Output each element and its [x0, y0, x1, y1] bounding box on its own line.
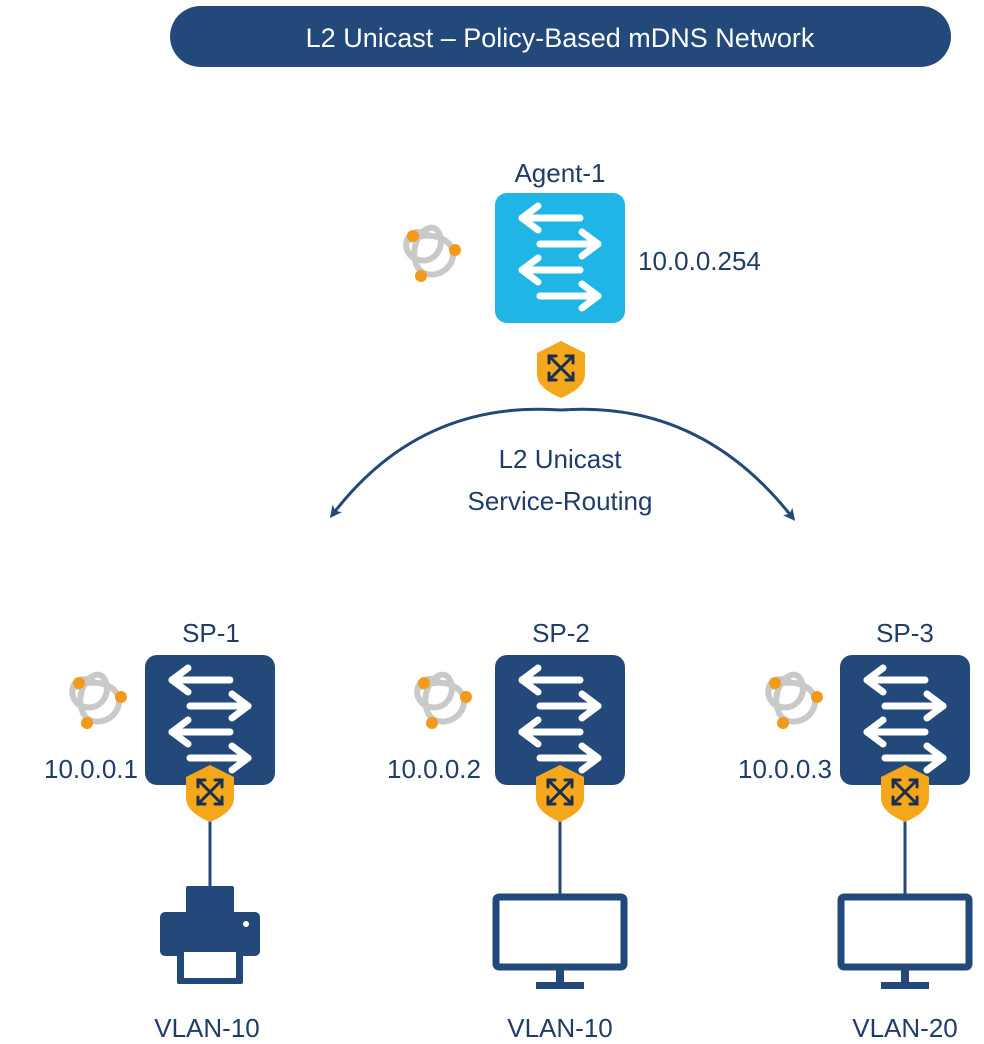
endpoint-vlan: VLAN-10 [507, 1013, 613, 1043]
mdns-service-icon [72, 675, 127, 729]
title-banner-background [170, 6, 951, 67]
service-routing-shield-icon [879, 763, 931, 824]
peer-name: SP-1 [182, 618, 240, 648]
service-peer-1: SP-1 10.0.0.1 VLAN-10 [44, 618, 275, 1043]
agent-node: Agent-1 10.0.0.254 [406, 158, 761, 400]
routing-label-line1: L2 Unicast [499, 444, 623, 474]
mdns-service-icon [406, 228, 461, 282]
service-routing-shield-icon [534, 763, 586, 824]
peer-name: SP-2 [532, 618, 590, 648]
mdns-service-icon [768, 675, 823, 729]
peer-switch-icon [495, 655, 625, 785]
peer-ip: 10.0.0.3 [738, 754, 832, 784]
mdns-service-icon [417, 675, 472, 729]
routing-label-line2: Service-Routing [468, 486, 653, 516]
peer-ip: 10.0.0.2 [387, 754, 481, 784]
peer-ip: 10.0.0.1 [44, 754, 138, 784]
agent-switch-icon [495, 193, 625, 323]
printer-icon [160, 886, 260, 984]
peer-switch-icon [145, 655, 275, 785]
routing-arc-right [560, 407, 796, 521]
title-banner: L2 Unicast – Policy-Based mDNS Network [170, 6, 951, 67]
service-peer-2: SP-2 10.0.0.2 VLAN-10 [387, 618, 628, 1043]
endpoint-vlan: VLAN-10 [154, 1013, 260, 1043]
routing-arcs: L2 Unicast Service-Routing [329, 407, 796, 521]
agent-ip: 10.0.0.254 [638, 246, 761, 276]
endpoint-vlan: VLAN-20 [852, 1013, 958, 1043]
service-routing-shield-icon [535, 339, 587, 400]
routing-arc-left [329, 407, 562, 518]
monitor-icon [837, 893, 973, 989]
monitor-icon [492, 893, 628, 989]
service-peer-3: SP-3 10.0.0.3 VLAN-20 [738, 618, 973, 1043]
agent-name: Agent-1 [514, 158, 605, 188]
diagram-title: L2 Unicast – Policy-Based mDNS Network [306, 23, 815, 53]
service-routing-shield-icon [184, 763, 236, 824]
peer-switch-icon [840, 655, 970, 785]
peer-name: SP-3 [876, 618, 934, 648]
